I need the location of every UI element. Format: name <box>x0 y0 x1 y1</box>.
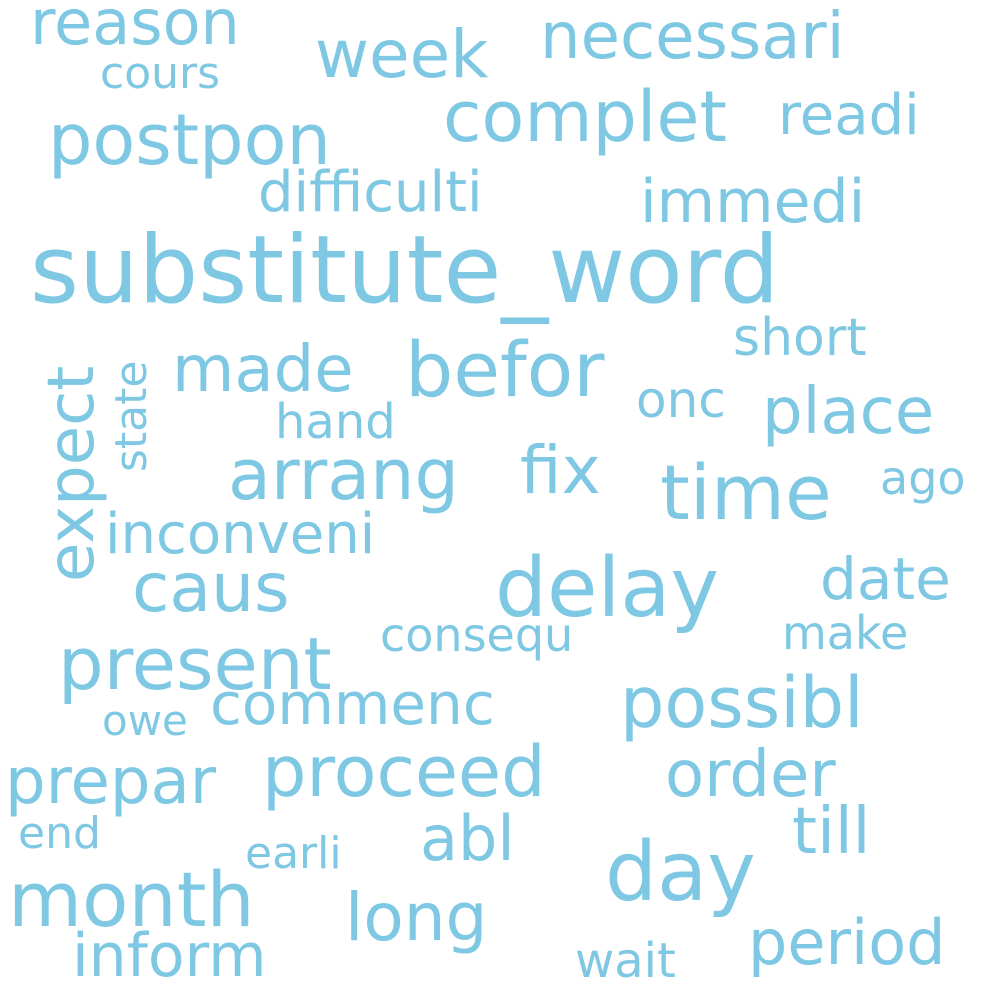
word-fix: fix <box>520 432 601 509</box>
word-prepar: prepar <box>5 745 217 819</box>
word-possibl: possibl <box>620 662 864 744</box>
word-week: week <box>315 16 489 93</box>
word-short: short <box>733 308 867 368</box>
word-immedi: immedi <box>640 167 866 237</box>
word-present: present <box>58 622 332 706</box>
word-owe: owe <box>102 696 188 745</box>
word-wait: wait <box>575 933 676 989</box>
word-befor: befor <box>405 325 605 414</box>
word-necessari: necessari <box>540 0 845 74</box>
word-hand: hand <box>275 394 396 450</box>
word-commenc: commenc <box>210 670 495 738</box>
word-date: date <box>820 545 951 613</box>
word-inform: inform <box>72 921 267 991</box>
word-place: place <box>762 375 935 449</box>
word-caus: caus <box>132 549 290 628</box>
word-inconveni: inconveni <box>105 502 376 567</box>
word-make: make <box>782 606 909 660</box>
word-substitute-word: substitute_word <box>30 216 780 325</box>
word-difficulti: difficulti <box>258 160 483 225</box>
word-abl: abl <box>420 802 515 875</box>
word-complet: complet <box>443 76 727 158</box>
word-made: made <box>172 333 354 407</box>
word-end: end <box>18 808 101 859</box>
word-arrang: arrang <box>228 434 459 516</box>
word-readi: readi <box>778 83 920 148</box>
word-delay: delay <box>495 541 720 636</box>
word-day: day <box>605 825 756 920</box>
word-postpon: postpon <box>48 99 331 181</box>
word-time: time <box>660 448 832 537</box>
word-period: period <box>748 906 946 979</box>
word-expect: expect <box>35 365 109 582</box>
word-state: state <box>106 360 157 472</box>
word-month: month <box>8 855 255 944</box>
word-onc: onc <box>636 371 726 429</box>
word-ago: ago <box>880 451 966 505</box>
word-order: order <box>665 738 836 812</box>
word-earli: earli <box>245 828 342 879</box>
word-till: till <box>792 795 871 869</box>
word-reason: reason <box>30 0 240 59</box>
word-proceed: proceed <box>262 731 546 813</box>
word-long: long <box>345 879 488 956</box>
word-cours: cours <box>100 48 221 99</box>
word-consequ: consequ <box>380 608 574 662</box>
